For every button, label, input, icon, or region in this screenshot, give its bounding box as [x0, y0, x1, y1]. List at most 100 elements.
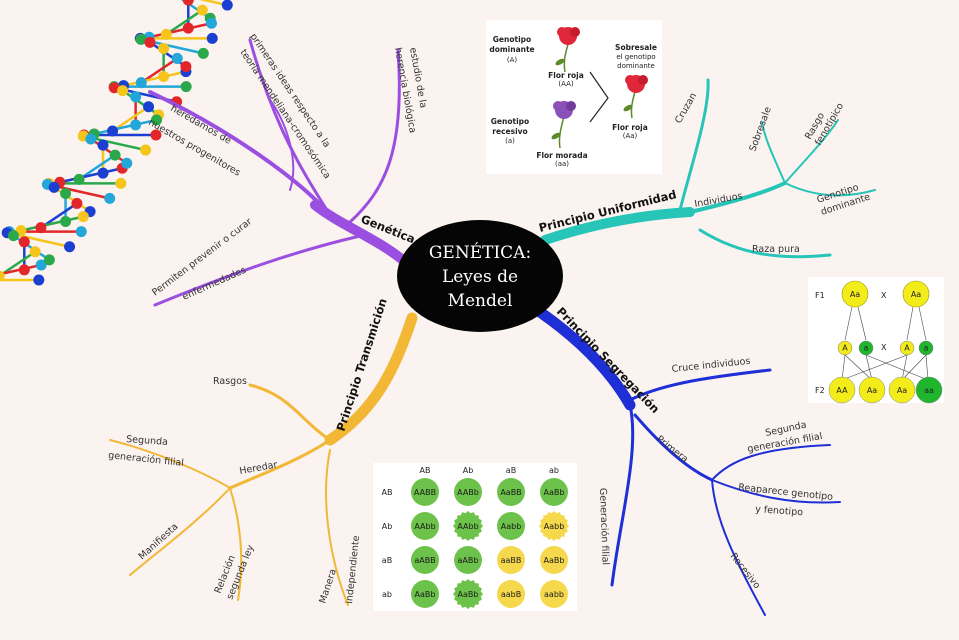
- punnett-cell-label: aabb: [544, 590, 564, 599]
- dna-bead: [180, 81, 192, 93]
- center-node: GENÉTICA: Leyes de Mendel: [397, 220, 563, 332]
- punnett-row-header: ab: [382, 590, 392, 599]
- dna-bead: [0, 270, 5, 282]
- punnett-cell-label: aabB: [501, 590, 521, 599]
- dna-rung: [165, 9, 204, 36]
- dna-bead: [18, 236, 30, 248]
- punnett-cell-circle: [411, 512, 439, 540]
- dna-rung: [121, 89, 160, 116]
- dna-bead: [104, 192, 116, 204]
- fc-sob-3: dominante: [617, 62, 655, 70]
- gamete-circle: [837, 340, 853, 356]
- cross-2: X: [881, 343, 887, 352]
- punnett-cell-circle: [454, 478, 482, 506]
- punnett-cell-label: AAbb: [457, 522, 478, 531]
- dna-bead: [64, 241, 76, 253]
- punnett-cell-circle: [497, 546, 525, 574]
- gamete-circle: [858, 340, 874, 356]
- branch-genetica: [148, 38, 410, 307]
- dna-helix-image: [0, 0, 233, 286]
- dna-bead: [35, 222, 47, 234]
- punnett-cell-circle: [497, 580, 525, 608]
- f2-offspring-circle: [828, 376, 856, 404]
- fc-dom-2: dominante: [489, 45, 534, 54]
- punnett-row-header: aB: [382, 556, 392, 565]
- f2-label: F2: [815, 386, 825, 395]
- center-title-line3: Mendel: [448, 291, 513, 311]
- dna-bead: [180, 61, 192, 73]
- dna-rung: [78, 154, 116, 181]
- dna-bead: [75, 226, 87, 238]
- sub-manera-2: independiente: [344, 535, 362, 604]
- fc-rec-2: recesivo: [492, 127, 527, 136]
- dna-bead: [33, 274, 45, 286]
- dna-rung: [59, 167, 123, 184]
- dna-bead: [150, 129, 162, 141]
- punnett-cell-label: AaBb: [458, 590, 479, 599]
- dna-bead: [97, 167, 109, 179]
- gamete-label: A: [842, 344, 848, 353]
- fc-dom-1: Genotipo: [493, 35, 531, 44]
- dna-bead: [130, 119, 142, 131]
- gamete-circle: [899, 340, 915, 356]
- dna-bead: [171, 52, 183, 64]
- dna-rung: [140, 57, 178, 84]
- fc-dom-3: (A): [507, 56, 518, 64]
- dna-rung: [123, 70, 187, 87]
- dna-bead: [7, 230, 19, 242]
- gamete-label: A: [904, 344, 910, 353]
- punnett-cell-circle: [453, 511, 483, 541]
- punnett-cell-circle: [454, 546, 482, 574]
- sub-primera: Primera: [654, 434, 690, 465]
- dna-rung: [111, 105, 150, 133]
- fc-morada-1: Flor morada: [536, 151, 587, 160]
- punnett-col-header: ab: [549, 466, 559, 475]
- chevron-right-icon: [589, 71, 609, 123]
- fc-roja2-1: Flor roja: [612, 123, 648, 132]
- sub-segunda-t-1: Segunda: [126, 434, 168, 448]
- dna-bead: [109, 149, 121, 161]
- punnett-col-header: Ab: [463, 466, 474, 475]
- fc-morada-2: (aa): [555, 160, 569, 168]
- f2-offspring-label: aa: [924, 386, 934, 395]
- f2-offspring-label: AA: [836, 386, 848, 395]
- dna-rung: [93, 118, 157, 136]
- dna-bead: [130, 91, 142, 103]
- dna-bead: [205, 17, 217, 29]
- sub-generacion: Generación filial: [597, 488, 611, 566]
- dna-bead: [107, 125, 119, 137]
- dna-rung: [20, 215, 84, 232]
- punnett-cell-circle: [539, 511, 569, 541]
- dna-bead: [48, 181, 60, 193]
- cross-1: X: [881, 291, 887, 300]
- punnett-cell-circle: [540, 546, 568, 574]
- label-segregacion: Principio Segregación: [554, 304, 663, 416]
- sub-cruzan: Cruzan: [673, 91, 699, 125]
- dna-bead: [35, 259, 47, 271]
- sub-segunda-t-2: generación filial: [108, 450, 185, 469]
- dna-bead: [206, 32, 218, 44]
- f1-parent-circle: [902, 280, 930, 308]
- sub-cruce: Cruce individuos: [671, 356, 751, 375]
- red-flower-icon: [623, 75, 648, 119]
- branch-transmision: [109, 312, 418, 606]
- dna-bead: [115, 177, 127, 189]
- punnett-cell-label: AABb: [457, 488, 479, 497]
- punnett-cell-label: AaBB: [500, 488, 521, 497]
- punnett-cell-circle: [411, 580, 439, 608]
- gamete-label: a: [864, 344, 869, 353]
- fc-rec-1: Genotipo: [491, 117, 529, 126]
- f1-parent-label: Aa: [911, 290, 921, 299]
- punnett-cell-circle: [540, 478, 568, 506]
- dna-bead: [140, 144, 152, 156]
- dna-bead: [108, 82, 120, 94]
- punnett-cell-label: AaBb: [544, 556, 565, 565]
- dna-bead: [160, 28, 172, 40]
- fc-roja1-2: (AA): [558, 80, 574, 88]
- dna-bead: [77, 211, 89, 223]
- dna-bead: [144, 36, 156, 48]
